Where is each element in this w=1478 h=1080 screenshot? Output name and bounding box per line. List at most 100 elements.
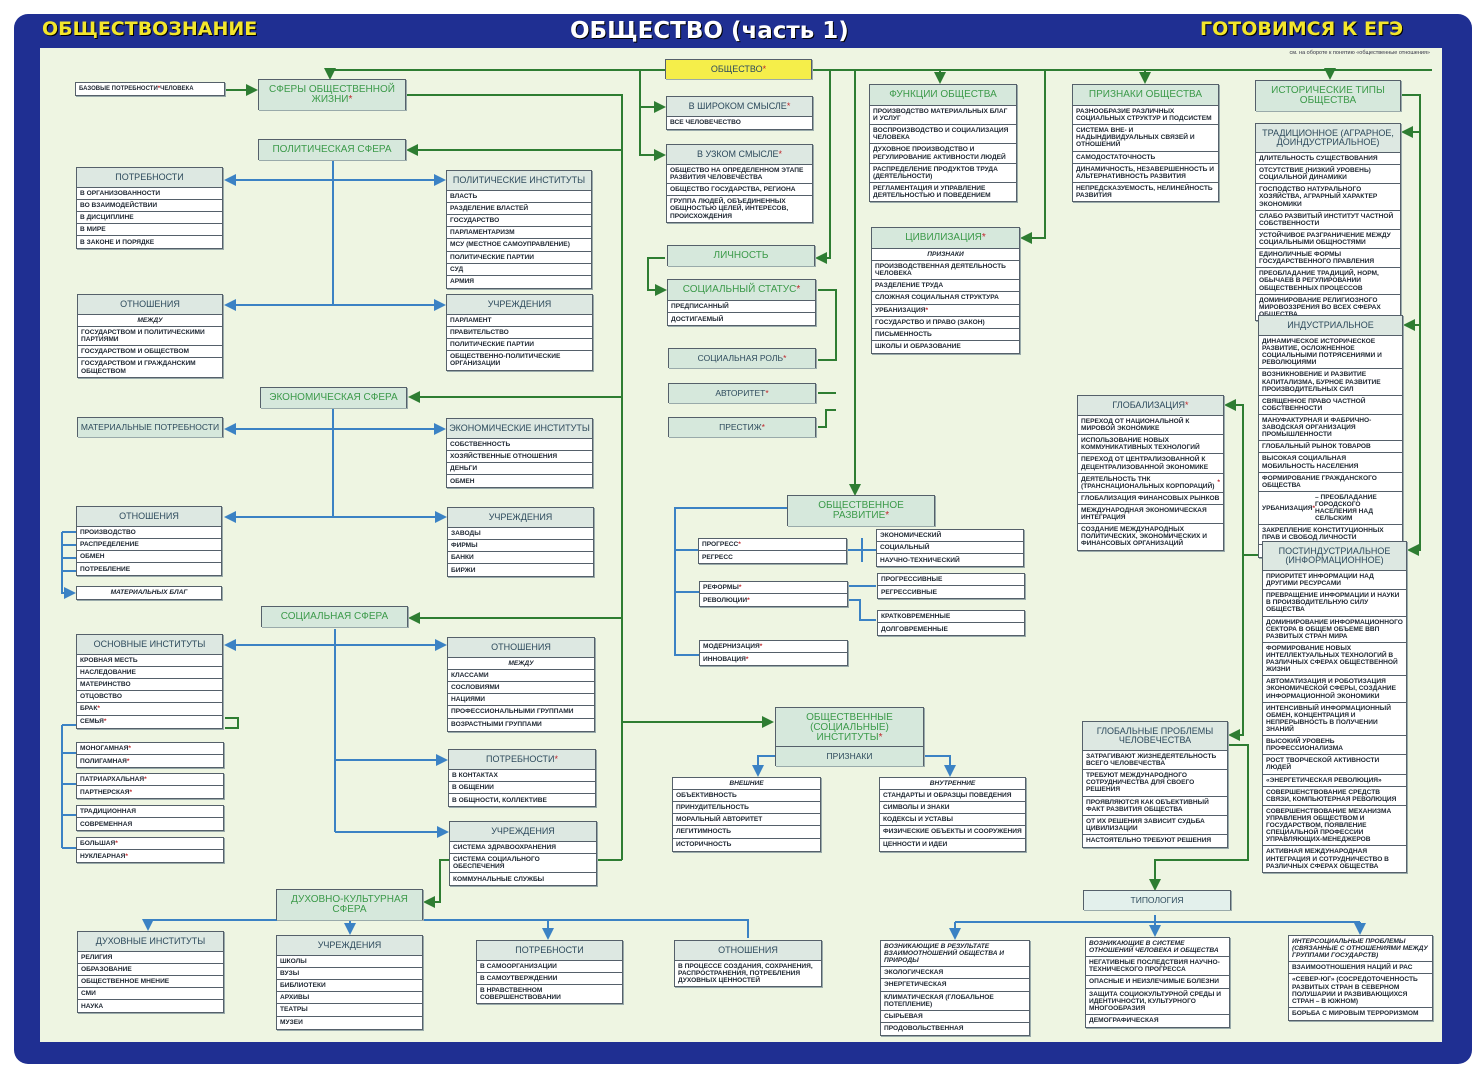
list-item: ШКОЛЫ (277, 956, 422, 969)
list-item: ОБРАЗОВАНИЕ (78, 964, 223, 977)
box-soc-institutes: ОБЩЕСТВЕННЫЕ (СОЦИАЛЬНЫЕ) ИНСТИТУТЫ* (775, 707, 924, 748)
term-asterisk: * (128, 745, 131, 752)
list-item: НАЦИЯМИ (448, 694, 594, 707)
list-item: ПРИНУДИТЕЛЬНОСТЬ (673, 802, 820, 815)
term-asterisk: * (738, 584, 742, 591)
box-subtitle: ПРИЗНАКИ (872, 249, 1019, 262)
list-item: СОЗДАНИЕ МЕЖДУНАРОДНЫХ ПОЛИТИЧЕСКИХ, ЭКО… (1081, 526, 1207, 548)
list-item: ПОЛИТИЧЕСКИЕ ПАРТИИ (447, 252, 591, 264)
list-item: ТЕАТРЫ (277, 1004, 422, 1017)
box-title: ПРИЗНАКИ ОБЩЕСТВА (1073, 85, 1218, 106)
list-item: ОТЦОВСТВО (77, 691, 222, 704)
box-title: ТРАДИЦИОННОЕ (АГРАРНОЕ, ДОИНДУСТРИАЛЬНОЕ… (1256, 124, 1400, 153)
list-item: ЗАТРАГИВАЮТ ЖИЗНЕДЕЯТЕЛЬНОСТЬ ВСЕГО ЧЕЛО… (1083, 751, 1227, 771)
box-title: УЧРЕЖДЕНИЯ (450, 822, 596, 842)
box-title: ОБЩЕСТВЕННОЕ РАЗВИТИЕ* (818, 500, 904, 521)
list-item: ПАРТНЕРСКАЯ* (80, 788, 133, 796)
box-hist: ИСТОРИЧЕСКИЕ ТИПЫ ОБЩЕСТВА (1255, 80, 1401, 111)
list-item: БОРЬБА С МИРОВЫМ ТЕРРОРИЗМОМ (1292, 1010, 1419, 1018)
box-subtitle: ИНТЕРСОЦИАЛЬНЫЕ ПРОБЛЕМЫ (СВЯЗАННЫЕ С ОТ… (1289, 936, 1432, 963)
list-item: ПРОЯВЛЯЮТСЯ КАК ОБЪЕКТИВНЫЙ ФАКТ РАЗВИТИ… (1083, 797, 1227, 816)
list-item: МАТЕРИАЛЬНЫХ БЛАГ (110, 589, 188, 597)
list-item: РАСПРЕДЕЛЕНИЕ (77, 539, 221, 552)
box-title: ОБЩЕСТВО* (710, 64, 767, 74)
list-item: ИННОВАЦИЯ* (703, 655, 749, 663)
list-item: СОВРЕМЕННАЯ (80, 820, 133, 828)
list-item: СЛОЖНАЯ СОЦИАЛЬНАЯ СТРУКТУРА (872, 292, 1019, 305)
list-item: ИСПОЛЬЗОВАНИЕ НОВЫХ КОММУНИКАТИВНЫХ ТЕХН… (1078, 435, 1223, 455)
box-title: ТИПОЛОГИЯ (1130, 895, 1184, 905)
list-item: ПЕРЕХОД ОТ НАЦИОНАЛЬНОЙ К МИРОВОЙ ЭКОНОМ… (1078, 416, 1223, 436)
box-title: МАТЕРИАЛЬНЫЕ ПОТРЕБНОСТИ (80, 422, 220, 432)
box-econ: ЭКОНОМИЧЕСКАЯ СФЕРА (260, 387, 407, 408)
list-item: ПИСЬМЕННОСТЬ (872, 329, 1019, 341)
list-item: ГОСУДАРСТВОМ И ОБЩЕСТВОМ (78, 346, 222, 359)
list-item: СИСТЕМА ЗДРАВООХРАНЕНИЯ (450, 842, 596, 855)
box-wide: В ШИРОКОМ СМЫСЛЕ*ВСЕ ЧЕЛОВЕЧЕСТВО (666, 96, 813, 130)
box-priznaki: ПРИЗНАКИ (775, 746, 924, 766)
term-asterisk: * (738, 541, 741, 548)
term-asterisk: * (103, 717, 107, 725)
box-title: В ШИРОКОМ СМЫСЛЕ* (667, 97, 812, 117)
list-item: БИРЖИ (451, 566, 476, 574)
term-asterisk: * (885, 510, 890, 521)
box-title: ЭКОНОМИЧЕСКИЕ ИНСТИТУТЫ (447, 419, 592, 439)
list-item: ИНТЕНСИВНЫЙ ИНФОРМАЦИОННЫЙ ОБМЕН, КОНЦЕН… (1263, 703, 1406, 737)
list-item: БРАК* (77, 703, 222, 716)
box-title: ОТНОШЕНИЯ (675, 941, 821, 961)
box-social: СОЦИАЛЬНАЯ СФЕРА (261, 606, 408, 627)
list-item: УРБАНИЗАЦИЯ* – ПРЕОБЛАДАНИЕ ГОРОДСКОГО Н… (1259, 492, 1402, 526)
list-item: ГРУППА ЛЮДЕЙ, ОБЪЕДИНЕННЫХ ОБЩНОСТЬЮ ЦЕЛ… (670, 198, 789, 220)
list-item: АВТОМАТИЗАЦИЯ И РОБОТИЗАЦИЯ ЭКОНОМИЧЕСКО… (1263, 676, 1406, 703)
exam-title: ГОТОВИМСЯ К ЕГЭ (1200, 18, 1404, 40)
list-item: АКТИВНАЯ МЕЖДУНАРОДНАЯ ИНТЕГРАЦИЯ И СОТР… (1266, 848, 1389, 870)
box-subtitle: ВОЗНИКАЮЩИЕ В СИСТЕМЕ ОТНОШЕНИЙ ЧЕЛОВЕКА… (1086, 938, 1229, 958)
term-asterisk: * (125, 852, 128, 860)
term-asterisk: * (1312, 504, 1316, 512)
list-item: НУКЛЕАРНАЯ* (80, 852, 128, 860)
list-item: РЕФОРМЫ* (700, 582, 847, 595)
box-title: ЛИЧНОСТЬ (713, 250, 769, 261)
list-item: ПАРЛАМЕНТ (447, 315, 592, 328)
box-title: ГЛОБАЛИЗАЦИЯ* (1078, 396, 1223, 416)
list-item: ДЕЯТЕЛЬНОСТЬ ТНК (ТРАНСНАЦИОНАЛЬНЫХ КОРП… (1078, 474, 1223, 493)
box-fam1: МОНОГАМНАЯ*ПОЛИГАМНАЯ* (76, 742, 224, 769)
list-item: МСУ (МЕСТНОЕ САМОУПРАВЛЕНИЕ) (447, 239, 591, 252)
list-item: ПЕРЕХОД ОТ ЦЕНТРАЛИЗОВАННОЙ К ДЕЦЕНТРАЛИ… (1078, 454, 1223, 474)
box-title: ИСТОРИЧЕСКИЕ ТИПЫ ОБЩЕСТВА (1271, 85, 1385, 106)
box-subtitle: ВОЗНИКАЮЩИЕ В РЕЗУЛЬТАТЕ ВЗАИМООТНОШЕНИЙ… (881, 941, 1029, 968)
box-trad: ТРАДИЦИОННОЕ (АГРАРНОЕ, ДОИНДУСТРИАЛЬНОЕ… (1255, 123, 1401, 321)
list-item: ЛЕГИТИМНОСТЬ (673, 826, 820, 839)
list-item: ПРЕДПИСАННЫЙ (668, 301, 815, 314)
box-title: ДУХОВНЫЕ ИНСТИТУТЫ (78, 932, 223, 952)
list-item: СИМВОЛЫ И ЗНАКИ (880, 802, 1025, 815)
box-title: ОТНОШЕНИЯ (77, 507, 221, 527)
list-item: СЫРЬЕВАЯ (881, 1011, 1029, 1023)
list-item: СУД (447, 264, 591, 276)
list-item: ВОЗРАСТНЫМИ ГРУППАМИ (451, 720, 542, 728)
list-item: ИСТОРИЧНОСТЬ (676, 840, 732, 848)
list-item: ПРАВИТЕЛЬСТВО (447, 327, 592, 340)
list-item: СЛАБО РАЗВИТЫЙ ИНСТИТУТ ЧАСТНОЙ СОБСТВЕН… (1256, 211, 1400, 230)
box-mat-needs: МАТЕРИАЛЬНЫЕ ПОТРЕБНОСТИ (77, 417, 223, 437)
box-title: ПОСТИНДУСТРИАЛЬНОЕ (ИНФОРМАЦИОННОЕ) (1263, 542, 1406, 571)
list-item: ДОСТИГАЕМЫЙ (671, 315, 724, 323)
list-item: ПРОИЗВОДСТВЕННАЯ ДЕЯТЕЛЬНОСТЬ ЧЕЛОВЕКА (872, 261, 1019, 281)
box-title: СФЕРЫ ОБЩЕСТВЕННОЙ ЖИЗНИ* (269, 84, 395, 105)
list-item: НЕПРЕДСКАЗУЕМОСТЬ, НЕЛИНЕЙНОСТЬ РАЗВИТИЯ (1076, 184, 1213, 199)
term-asterisk: * (747, 596, 750, 604)
box-glob: ГЛОБАЛИЗАЦИЯ*ПЕРЕХОД ОТ НАЦИОНАЛЬНОЙ К М… (1077, 395, 1224, 551)
list-item: ОТСУТСТВИЕ (НИЗКИЙ УРОВЕНЬ) СОЦИАЛЬНОЙ Д… (1256, 165, 1400, 185)
